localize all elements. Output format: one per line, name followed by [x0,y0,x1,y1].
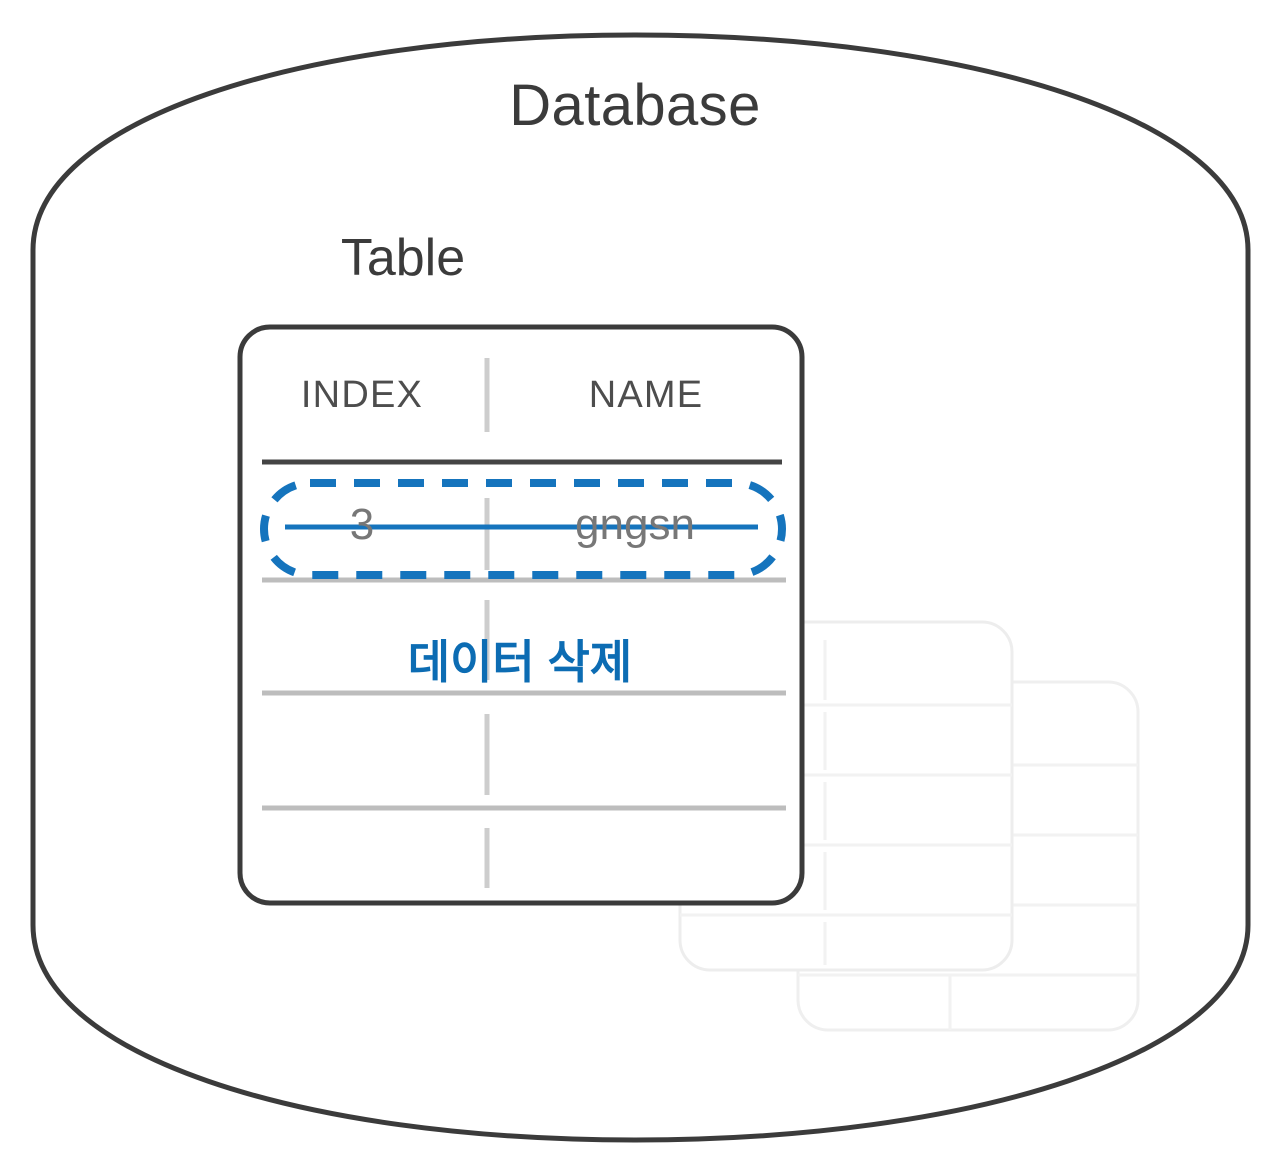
deletion-highlight-group[interactable] [260,479,786,579]
column-header-name: NAME [588,374,704,416]
database-title: Database [509,73,761,138]
database-cylinder-icon [30,32,1251,1143]
table-cell-index: 3 [349,500,375,549]
dashed-capsule-icon[interactable] [260,479,786,579]
table-card [237,324,805,906]
delete-data-annotation: 데이터 삭제 [407,636,633,688]
table-title: Table [340,229,466,287]
column-header-index: INDEX [300,374,424,416]
table-cell-name: gngsn [575,500,695,549]
